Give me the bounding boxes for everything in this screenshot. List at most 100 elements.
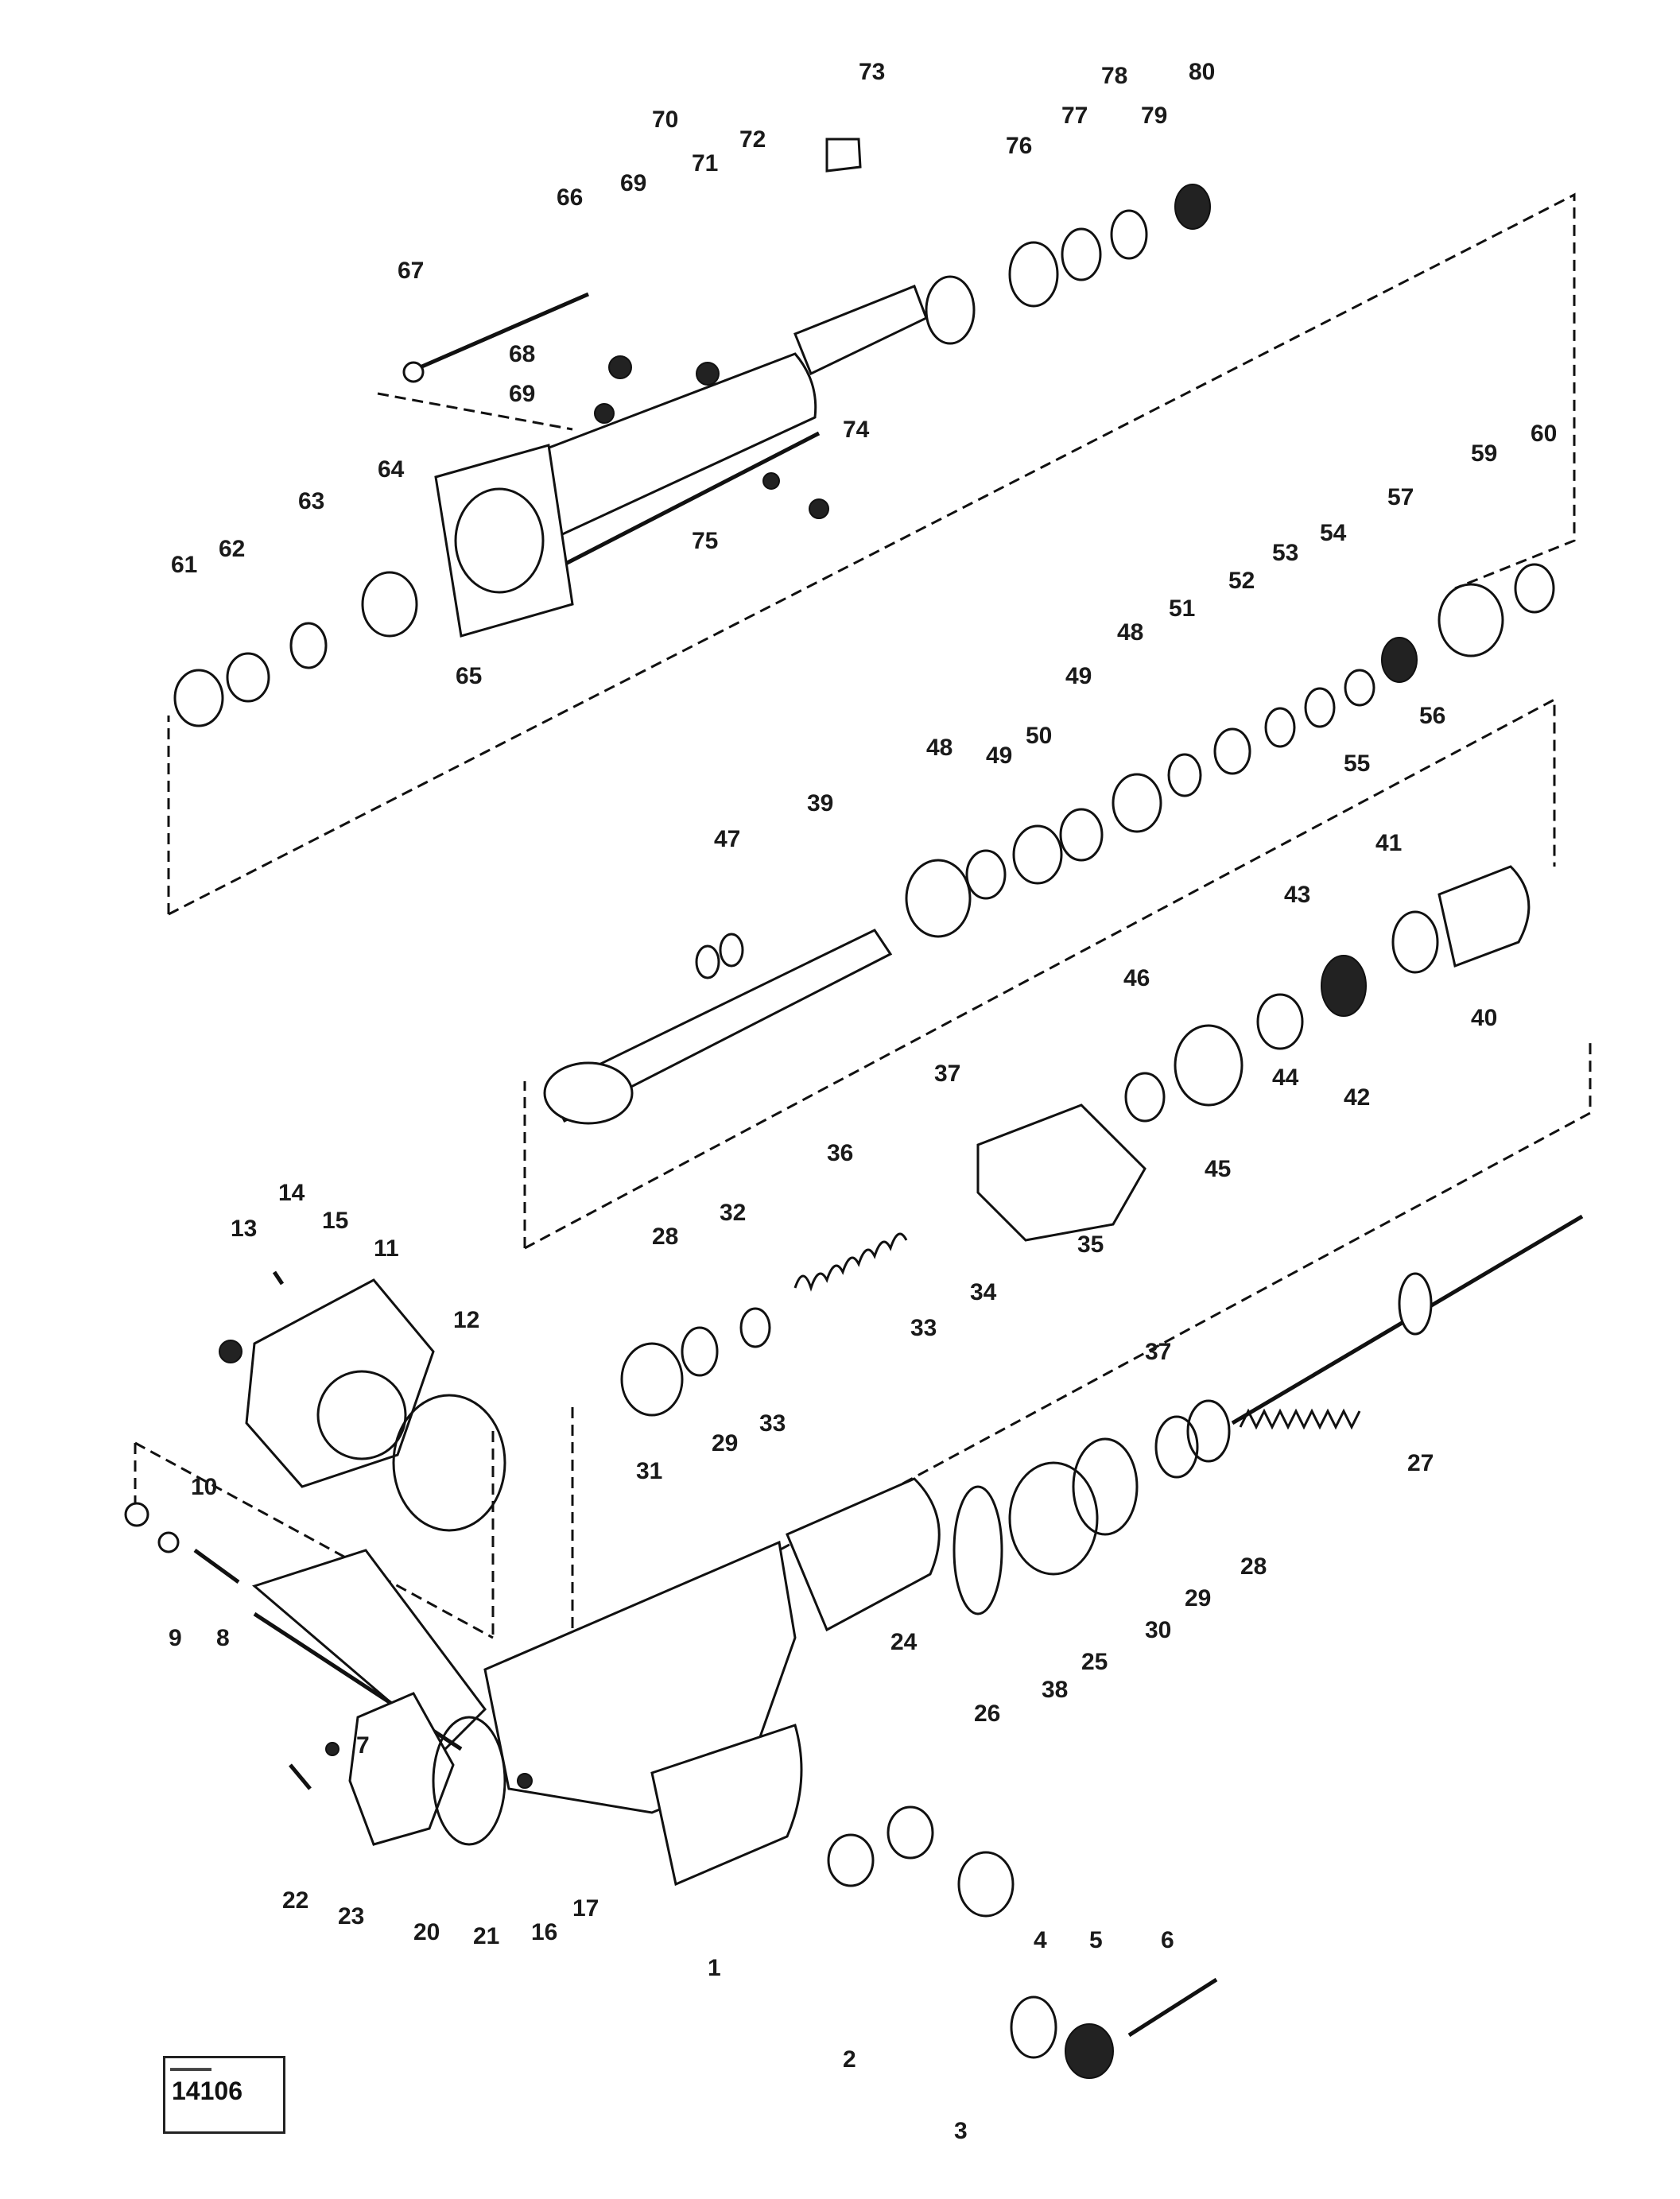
part-45-piston — [1174, 1024, 1244, 1107]
part-3-ring — [957, 1851, 1015, 1918]
upper-cylinder — [491, 352, 817, 542]
part-label-23: 23 — [338, 1903, 364, 1929]
part-57-ring — [1381, 637, 1418, 683]
part-label-79: 79 — [1141, 103, 1167, 129]
upper-housing-assembly — [167, 138, 1576, 916]
lower-housing-assembly — [124, 1041, 1592, 2079]
part-14-screw — [272, 1270, 285, 1286]
part-label-65: 65 — [456, 663, 482, 689]
middle-frame — [523, 697, 1556, 1250]
part-label-51: 51 — [1169, 595, 1195, 622]
part-label-53: 53 — [1272, 540, 1298, 566]
part-label-41: 41 — [1375, 830, 1402, 856]
part-label-71: 71 — [692, 150, 718, 176]
reference-number: 14106 — [172, 2077, 242, 2105]
part-label-24: 24 — [890, 1629, 918, 1655]
part-16-screw — [517, 1773, 533, 1789]
part-51-ring — [1167, 753, 1202, 797]
part-label-73: 73 — [859, 59, 885, 85]
part-64-bushing — [361, 571, 418, 638]
part-48-disc-b — [1112, 773, 1162, 833]
part-label-3: 3 — [954, 2118, 968, 2144]
part-label-13: 13 — [231, 1216, 257, 1242]
part-label-69-2: 69 — [620, 170, 646, 196]
part-label-8: 8 — [216, 1625, 230, 1651]
part-label-36: 36 — [827, 1140, 853, 1166]
part-label-29-2: 29 — [1185, 1585, 1211, 1611]
part-5-nut — [1065, 2023, 1114, 2079]
part-46-ring — [1124, 1072, 1166, 1123]
part-label-54: 54 — [1320, 520, 1347, 546]
lower-frame-right — [571, 1041, 1592, 1664]
part-62-ring — [226, 652, 270, 703]
part-8-bolt — [193, 1548, 240, 1584]
part-20-cover — [348, 1692, 455, 1846]
part-26-ring — [953, 1485, 1003, 1615]
part-label-37-2: 37 — [1145, 1339, 1171, 1365]
part-label-28: 28 — [652, 1224, 678, 1250]
part-13-plug — [219, 1340, 242, 1363]
part-label-34: 34 — [970, 1279, 997, 1305]
upper-tube — [793, 285, 928, 376]
part-label-46: 46 — [1123, 965, 1150, 991]
part-label-70: 70 — [652, 107, 678, 133]
part-47-ring-a — [695, 944, 720, 979]
part-label-21: 21 — [473, 1923, 499, 1949]
part-44-ring — [1256, 993, 1304, 1050]
part-68-fitting — [608, 355, 632, 379]
reference-plate-header: ▬▬▬▬ — [170, 2061, 211, 2073]
part-label-48-2: 48 — [1117, 619, 1143, 646]
part-74-screw — [809, 498, 829, 519]
part-label-44: 44 — [1272, 1065, 1299, 1091]
part-31-cap — [620, 1342, 684, 1417]
part-label-5: 5 — [1089, 1927, 1103, 1953]
part-label-57: 57 — [1387, 484, 1414, 510]
part-80-nut — [1174, 184, 1211, 230]
part-41-ring — [1391, 910, 1439, 974]
part-label-26: 26 — [974, 1701, 1000, 1727]
part-label-49: 49 — [986, 743, 1012, 769]
part-label-49-2: 49 — [1065, 663, 1092, 689]
part-73-cap — [825, 138, 862, 173]
part-label-69: 69 — [509, 381, 535, 407]
part-label-52: 52 — [1228, 568, 1255, 594]
upper-sleeve — [925, 275, 976, 345]
part-label-2: 2 — [843, 2046, 856, 2073]
part-label-78: 78 — [1101, 63, 1127, 89]
part-label-55: 55 — [1344, 750, 1370, 777]
upper-frame-top — [377, 392, 573, 431]
part-79-ring — [1110, 209, 1148, 260]
part-label-56: 56 — [1419, 703, 1445, 729]
part-label-37: 37 — [934, 1061, 960, 1087]
part-label-27: 27 — [1407, 1450, 1434, 1476]
part-label-6: 6 — [1161, 1927, 1174, 1953]
part-11-bore — [316, 1370, 407, 1460]
part-69-fitting — [594, 403, 615, 424]
part-label-16: 16 — [531, 1919, 557, 1945]
part-label-42: 42 — [1344, 1084, 1370, 1111]
part-label-31: 31 — [636, 1458, 662, 1484]
part-24-piston — [786, 1477, 941, 1632]
part-23-washer — [325, 1742, 339, 1756]
part-label-61: 61 — [171, 552, 197, 578]
part-label-30: 30 — [1145, 1617, 1171, 1643]
part-label-74: 74 — [843, 417, 870, 443]
part-2-bushing-a — [827, 1833, 875, 1887]
part-label-10: 10 — [191, 1474, 217, 1500]
part-36-spring — [793, 1232, 908, 1292]
housing-bore — [650, 1724, 803, 1887]
part-label-75: 75 — [692, 528, 718, 554]
part-label-17: 17 — [572, 1895, 599, 1922]
part-label-9: 9 — [169, 1625, 182, 1651]
part-label-11: 11 — [374, 1235, 399, 1262]
part-label-62: 62 — [219, 536, 245, 562]
part-label-67: 67 — [398, 258, 424, 284]
part-21-o-ring — [432, 1716, 506, 1846]
part-42-seal — [1321, 955, 1367, 1017]
part-67-head — [402, 361, 425, 383]
part-70-valve — [696, 362, 720, 386]
part-label-32: 32 — [720, 1200, 746, 1226]
part-32-ring — [739, 1307, 771, 1348]
